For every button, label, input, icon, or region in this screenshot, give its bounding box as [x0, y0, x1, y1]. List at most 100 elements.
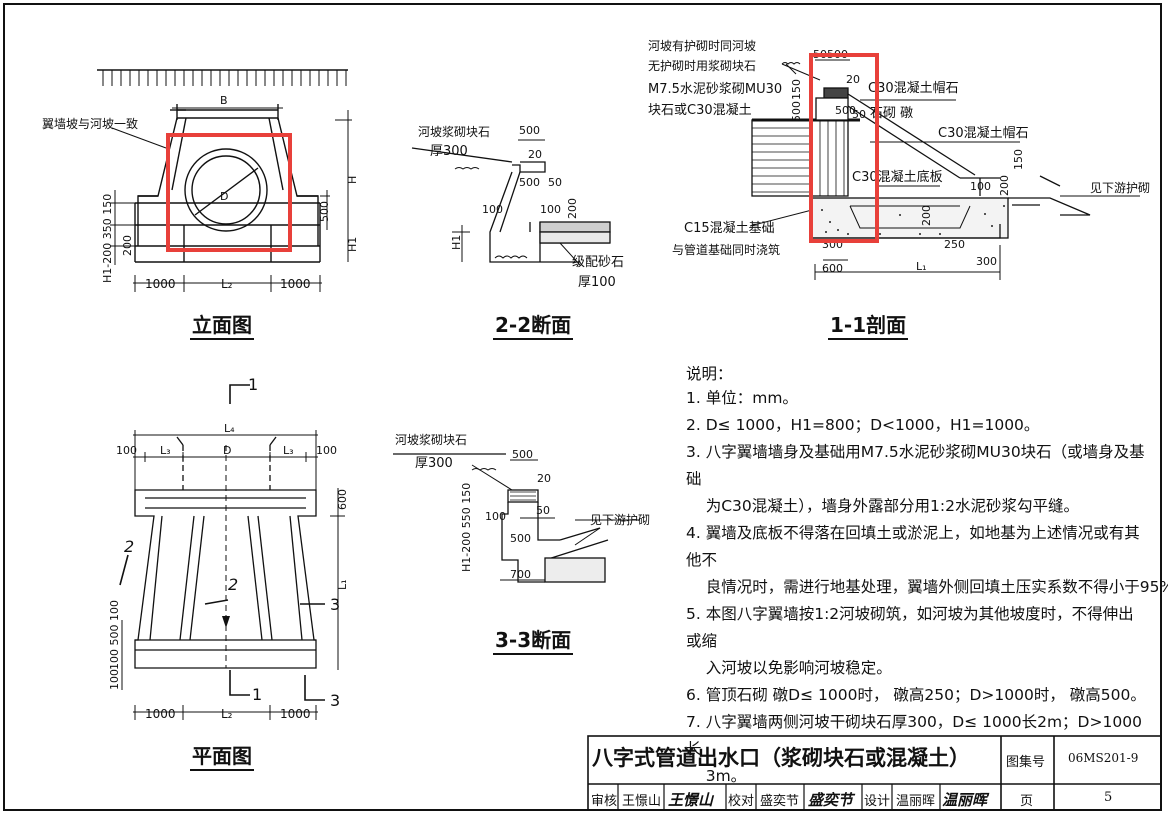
sec11-label-c: M7.5水泥砂浆砌MU30 [648, 82, 782, 97]
sec11-dim-500: 500 [790, 101, 803, 122]
plan-cut1-top: 1 [248, 375, 258, 394]
sec11-label-a: 河坡有护砌时同河坡 [648, 39, 756, 53]
review-name: 王憬山 [622, 794, 662, 809]
notes-list: 1. 单位：mm。 2. D≤ 1000，H1=800；D<1000，H1=10… [686, 385, 1168, 790]
sec22-dim-H1: H1 [450, 235, 463, 250]
notes-title: 说明： [686, 365, 733, 383]
plan-cut2-left: 2 [124, 537, 134, 556]
check-label: 校对 [728, 794, 755, 809]
note-item: 为C30混凝土），墙身外露部分用1:2水泥砂浆勾平缝。 [686, 497, 1079, 515]
sec22-label-thick: 厚300 [430, 144, 468, 159]
elevation-view [97, 69, 352, 292]
sec11-dim-150b: 150 [1012, 149, 1025, 170]
plan-dim-L3-right: L₃ [283, 444, 294, 457]
note-item: 3. 八字翼墙墙身及基础用M7.5水泥砂浆砌MU30块石（或墙身及基础 [686, 443, 1145, 488]
elevation-caption: 立面图 [190, 313, 254, 340]
elev-dim-left-stack: H1-200 350 150 [101, 194, 114, 283]
sec33-dim-500: 500 [512, 448, 533, 461]
sec11-label-cap2: C30混凝土帽石 [938, 125, 1029, 141]
note-item: 5. 本图八字翼墙按1:2河坡砌筑，如河坡为其他坡度时，不得伸出或缩 [686, 605, 1134, 650]
design-label: 设计 [864, 794, 891, 809]
atlas-number: 06MS201-9 [1068, 751, 1139, 765]
plan-dim-1000-left: 1000 [145, 707, 176, 721]
elev-dim-1000-left: 1000 [145, 277, 176, 291]
atlas-label: 图集号 [1006, 755, 1046, 770]
plan-caption: 平面图 [190, 744, 254, 771]
sec11-label-down: 见下游护砌 [1090, 181, 1150, 195]
sec22-dim-500b: 500 [519, 176, 540, 189]
plan-dim-L3-left: L₃ [160, 444, 171, 457]
highlight-box-elevation [166, 133, 292, 252]
note-item: 入河坡以免影响河坡稳定。 [686, 659, 892, 677]
plan-dim-D: D [223, 444, 231, 457]
sec33-dim-50: 50 [536, 504, 550, 517]
sec22-label-stone: 河坡浆砌块石 [418, 124, 490, 139]
sec11-dim-50: 50 [852, 108, 866, 121]
page-number: 5 [1104, 790, 1113, 805]
drawing-title: 八字式管道出水口（浆砌块石或混凝土） [592, 746, 970, 770]
review-label: 审核 [591, 794, 618, 809]
sec11-label-base: C30混凝土底板 [852, 169, 943, 185]
elev-dim-B: B [220, 94, 228, 107]
sec11-dim-20: 20 [846, 73, 860, 86]
sec11-dim-200: 200 [920, 205, 933, 226]
section-3-3-view [393, 453, 640, 583]
note-item: 6. 管顶石砌 礅D≤ 1000时， 礅高250；D>1000时， 礅高500。 [686, 686, 1146, 704]
plan-dim-100-right: 100 [316, 444, 337, 457]
sec11-dim-250: 250 [944, 238, 965, 251]
sec11-dim-300b: 300 [976, 255, 997, 268]
design-name: 温丽晖 [896, 794, 936, 809]
section-1-1-caption: 1-1剖面 [828, 313, 909, 340]
sec11-label-d: 块石或C30混凝土 [648, 102, 752, 118]
sec22-dim-100b: 100 [540, 203, 561, 216]
sec22-dim-20: 20 [528, 148, 542, 161]
sec11-label-stone: 石砌 礅 [870, 106, 913, 121]
plan-dim-600: 600 [336, 489, 349, 510]
sec22-dim-100a: 100 [482, 203, 503, 216]
elev-dim-200: 200 [121, 235, 134, 256]
title-block-frame [587, 735, 1162, 811]
section-3-3-caption: 3-3断面 [493, 628, 574, 655]
note-item: 4. 翼墙及底板不得落在回填土或淤泥上，如地基为上述情况或有其他不 [686, 524, 1140, 569]
plan-dim-100-left: 100 [116, 444, 137, 457]
sec22-dim-200: 200 [566, 198, 579, 219]
sec33-dim-20: 20 [537, 472, 551, 485]
plan-cut3-top: 3 [330, 595, 340, 614]
sec33-label-stone: 河坡浆砌块石 [395, 432, 467, 447]
elev-dim-H1: H1 [346, 237, 359, 252]
sec11-dim-600: 600 [822, 262, 843, 275]
sec11-label-b: 无护砌时用浆砌块石 [648, 58, 756, 73]
note-item: 2. D≤ 1000，H1=800；D<1000，H1=1000。 [686, 416, 1040, 434]
plan-flow-arrow-icon [222, 616, 230, 628]
sec11-dim-200b: 200 [998, 175, 1011, 196]
check-name: 盛奕节 [760, 794, 800, 809]
elev-dim-1000-right: 1000 [280, 277, 311, 291]
sec11-dim-150: 150 [790, 79, 803, 100]
sec22-label-sand: 级配砂石 [572, 255, 624, 270]
sec33-dim-100: 100 [485, 510, 506, 523]
plan-cut1-bottom: 1 [252, 685, 262, 704]
plan-cut2-mid: 2 [228, 575, 238, 594]
sec22-dim-500: 500 [519, 124, 540, 137]
sec11-dim-100: 100 [970, 180, 991, 193]
review-signature: 王憬山 [668, 791, 714, 809]
elev-dim-D: D [220, 190, 228, 203]
plan-cut3-bottom: 3 [330, 691, 340, 710]
check-signature: 盛奕节 [808, 791, 854, 809]
sec33-label-down: 见下游护砌 [590, 513, 650, 527]
plan-dim-L4: L₄ [224, 422, 235, 435]
sec33-dim-500b: 500 [510, 532, 531, 545]
section-2-2-view [411, 139, 611, 266]
note-item: 1. 单位：mm。 [686, 389, 798, 407]
note-item: 良情况时，需进行地基处理，翼墙外侧回填土压实系数不得小于95%。 [686, 578, 1168, 596]
sec11-label-cap1: C30混凝土帽石 [868, 80, 959, 96]
elev-dim-H: H [346, 176, 359, 184]
page-label: 页 [1020, 794, 1034, 809]
note-item: 3m。 [686, 767, 747, 785]
plan-dim-1000-right: 1000 [280, 707, 311, 721]
sec33-dim-700: 700 [510, 568, 531, 581]
sec22-label-sand-thick: 厚100 [578, 275, 616, 290]
sec11-dim-500b: 500 [835, 104, 856, 117]
note-item: 7. 八字翼墙两侧河坡干砌块石厚300，D≤ 1000长2m；D>1000长 [686, 713, 1142, 758]
